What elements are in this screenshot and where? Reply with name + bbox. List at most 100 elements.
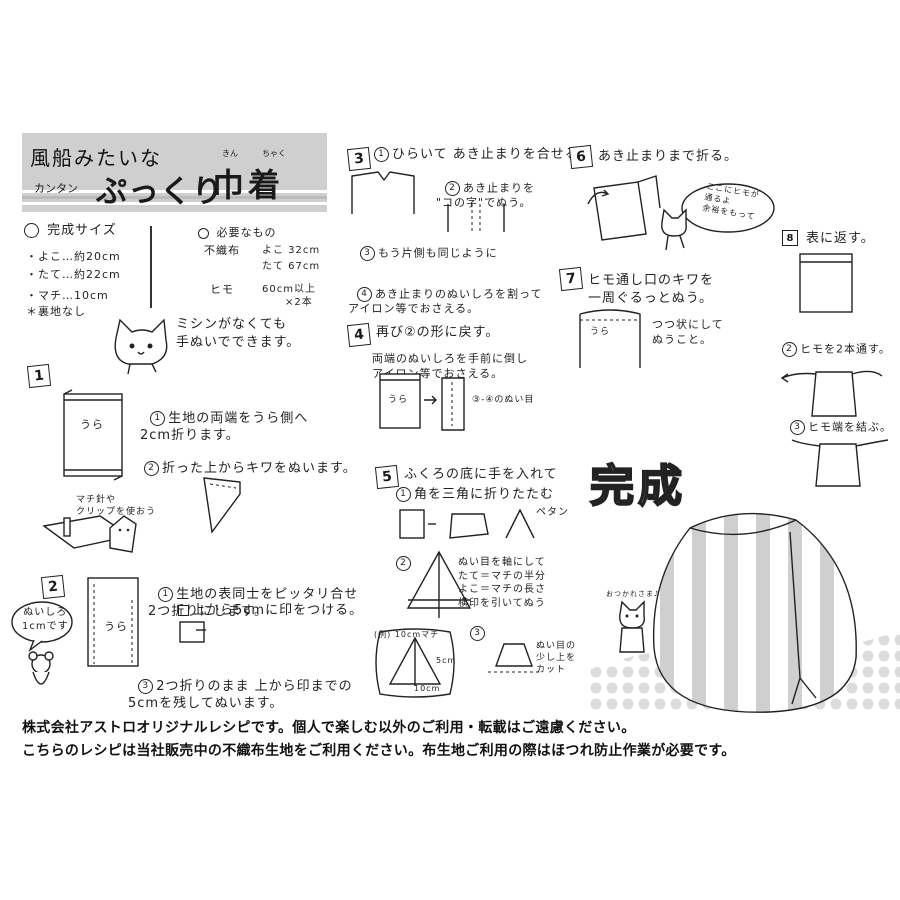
size-section: 完成サイズ [24, 222, 117, 240]
step3-text-c-content: もう片側も同じように [378, 246, 498, 260]
step1-text-a-content: 生地の両端をうら側へ 2cm折ります。 [140, 410, 309, 444]
size-divider [150, 226, 152, 308]
step6-text-a: あき止まりまで折る。 [598, 149, 739, 164]
step2-mark-diagram [179, 621, 206, 643]
step2-text-a-content: 生地の表同士をピッタリ合せ 2つ折りにします。 [148, 586, 359, 620]
step5-step2-marker: 2 [396, 556, 414, 571]
step5-triangle-diagram [406, 550, 472, 618]
materials-felt-label: 不織布 [204, 244, 240, 257]
step7-ura-label: うら [590, 327, 611, 337]
step5-text-a: ふくろの底に手を入れて [404, 467, 558, 482]
finished-bag-illustration [652, 512, 857, 713]
done-cat-icon [619, 600, 645, 653]
step2-text-b-content: 上から5cmに印をつける。 [192, 603, 364, 618]
size-item-2: ・たて…約22cm [26, 268, 121, 281]
step6-cat-icon [661, 208, 687, 251]
size-item-3: ・マチ…10cm [26, 289, 109, 302]
step3-open-diagram [351, 171, 415, 214]
step4-text-a: 再び②の形に戻す。 [376, 325, 500, 340]
step5-text-c: ぬい目を軸にして たて＝マチの半分 よこ＝マチの長さ 横印を引いてぬう [458, 557, 546, 609]
step1-clip-diagram [42, 515, 137, 553]
step4-ura-label: うら [388, 395, 409, 405]
cat-mascot-icon [114, 318, 168, 375]
size-heading: 完成サイズ [47, 223, 117, 238]
header-easy: カンタン [34, 182, 78, 195]
step1-fabric-diagram [63, 389, 123, 481]
materials-felt-height: たて 67cm [262, 261, 321, 272]
header-prefix: 風船みたいな [30, 146, 162, 170]
size-item-4: ＊裏地なし [26, 305, 86, 318]
step2-text-b: 上から5cmに印をつける。 [178, 602, 363, 620]
notice-line-1: 株式会社アストロオリジナルレシピです。個人で楽しむ以外のご利用・転載はご遠慮くだ… [22, 720, 636, 736]
step2-fabric-diagram [87, 577, 139, 667]
step1-text-b-content: 折った上からキワをぬいます。 [162, 461, 357, 476]
step6-bubble-icon [681, 183, 775, 233]
mouse-mascot-icon [28, 651, 54, 685]
materials-section: 必要なもの [198, 226, 277, 241]
step2-bubble-icon [11, 601, 73, 653]
step8-text-c-content: ヒモ端を結ぶ。 [808, 420, 892, 434]
done-cat-note: おつかれさま♪ [606, 590, 660, 598]
header-ruby-kin: きん [222, 149, 238, 158]
header-title-kanji: 巾着 [212, 166, 285, 204]
done-label: 完成 [589, 460, 686, 513]
materials-cord-length: 60cm以上 [262, 284, 316, 295]
step7-number: 7 [558, 266, 584, 292]
header-stripes [22, 186, 327, 210]
step3-text-a-content: ひらいて あき止まりを合せる。 [392, 147, 593, 162]
step3-text-d-content: あき止まりのぬいしろを割って アイロン等でおさえる。 [348, 287, 543, 316]
step5-cut-diagram [488, 643, 540, 673]
step5-example-label: (例) 10cmマチ [374, 630, 440, 639]
step7-text-b: つつ状にして ぬうこと。 [652, 318, 724, 346]
step5-flat-label: ペタン [536, 507, 569, 518]
step4-number: 4 [346, 322, 372, 348]
header-title-main: ぷっくり [96, 174, 224, 210]
step4-ref-note: ③-④のぬい目 [472, 395, 535, 405]
materials-cord-label: ヒモ [210, 283, 234, 296]
header-ruby-chaku: ちゃく [262, 149, 286, 158]
step4-diagram [379, 373, 465, 431]
step6-number: 6 [568, 144, 594, 170]
materials-cord-qty: ×2本 [285, 297, 313, 308]
notice-line-2: こちらのレシピは当社販売中の不織布生地をご利用ください。布生地ご利用の際はほつれ… [22, 743, 736, 759]
step1-sewing-diagram [203, 477, 241, 534]
step1-clip-note: マチ針や クリップを使おう [76, 495, 157, 518]
step7-text-a: ヒモ通し口のキワを 一周ぐるっとぬう。 [588, 273, 715, 306]
step5-step3-marker: 3 [470, 626, 488, 641]
step5-fold-diagram [399, 508, 535, 539]
step8-number: 8 [782, 230, 798, 246]
step8-text-b-content: ヒモを2本通す。 [800, 342, 891, 356]
step8-bag-diagram [799, 253, 853, 313]
step2-ura-label: うら [104, 620, 128, 633]
step2-bubble-text: ぬいしろ 1cmです [22, 607, 69, 632]
step5-example-cloud [375, 628, 455, 698]
step7-tube-diagram [579, 309, 641, 368]
size-bullet-icon [24, 223, 39, 238]
step8-text-a: 表に返す。 [806, 231, 875, 246]
step5-dim-10cm: 10cm [414, 684, 441, 693]
step5-text-b-content: 角を三角に折りたたむ [414, 487, 555, 502]
step3-text-b-content: あき止まりを "コの字"でぬう。 [436, 181, 535, 210]
step5-cut-note: ぬい目の 少し上を カット [536, 641, 577, 676]
step5-dim-5cm: 5cm [436, 656, 457, 665]
materials-heading: 必要なもの [216, 226, 277, 239]
cat-note: ミシンがなくても 手ぬいでできます。 [176, 317, 301, 350]
materials-bullet-icon [198, 227, 209, 239]
size-item-1: ・よこ…約20cm [26, 250, 121, 263]
step2-number: 2 [40, 574, 66, 600]
step3-stitch-diagram [447, 204, 505, 232]
header-underline [22, 208, 327, 212]
step8-tied-diagram [791, 439, 889, 487]
step1-ura-label: うら [80, 418, 104, 431]
step1-number: 1 [26, 363, 52, 389]
